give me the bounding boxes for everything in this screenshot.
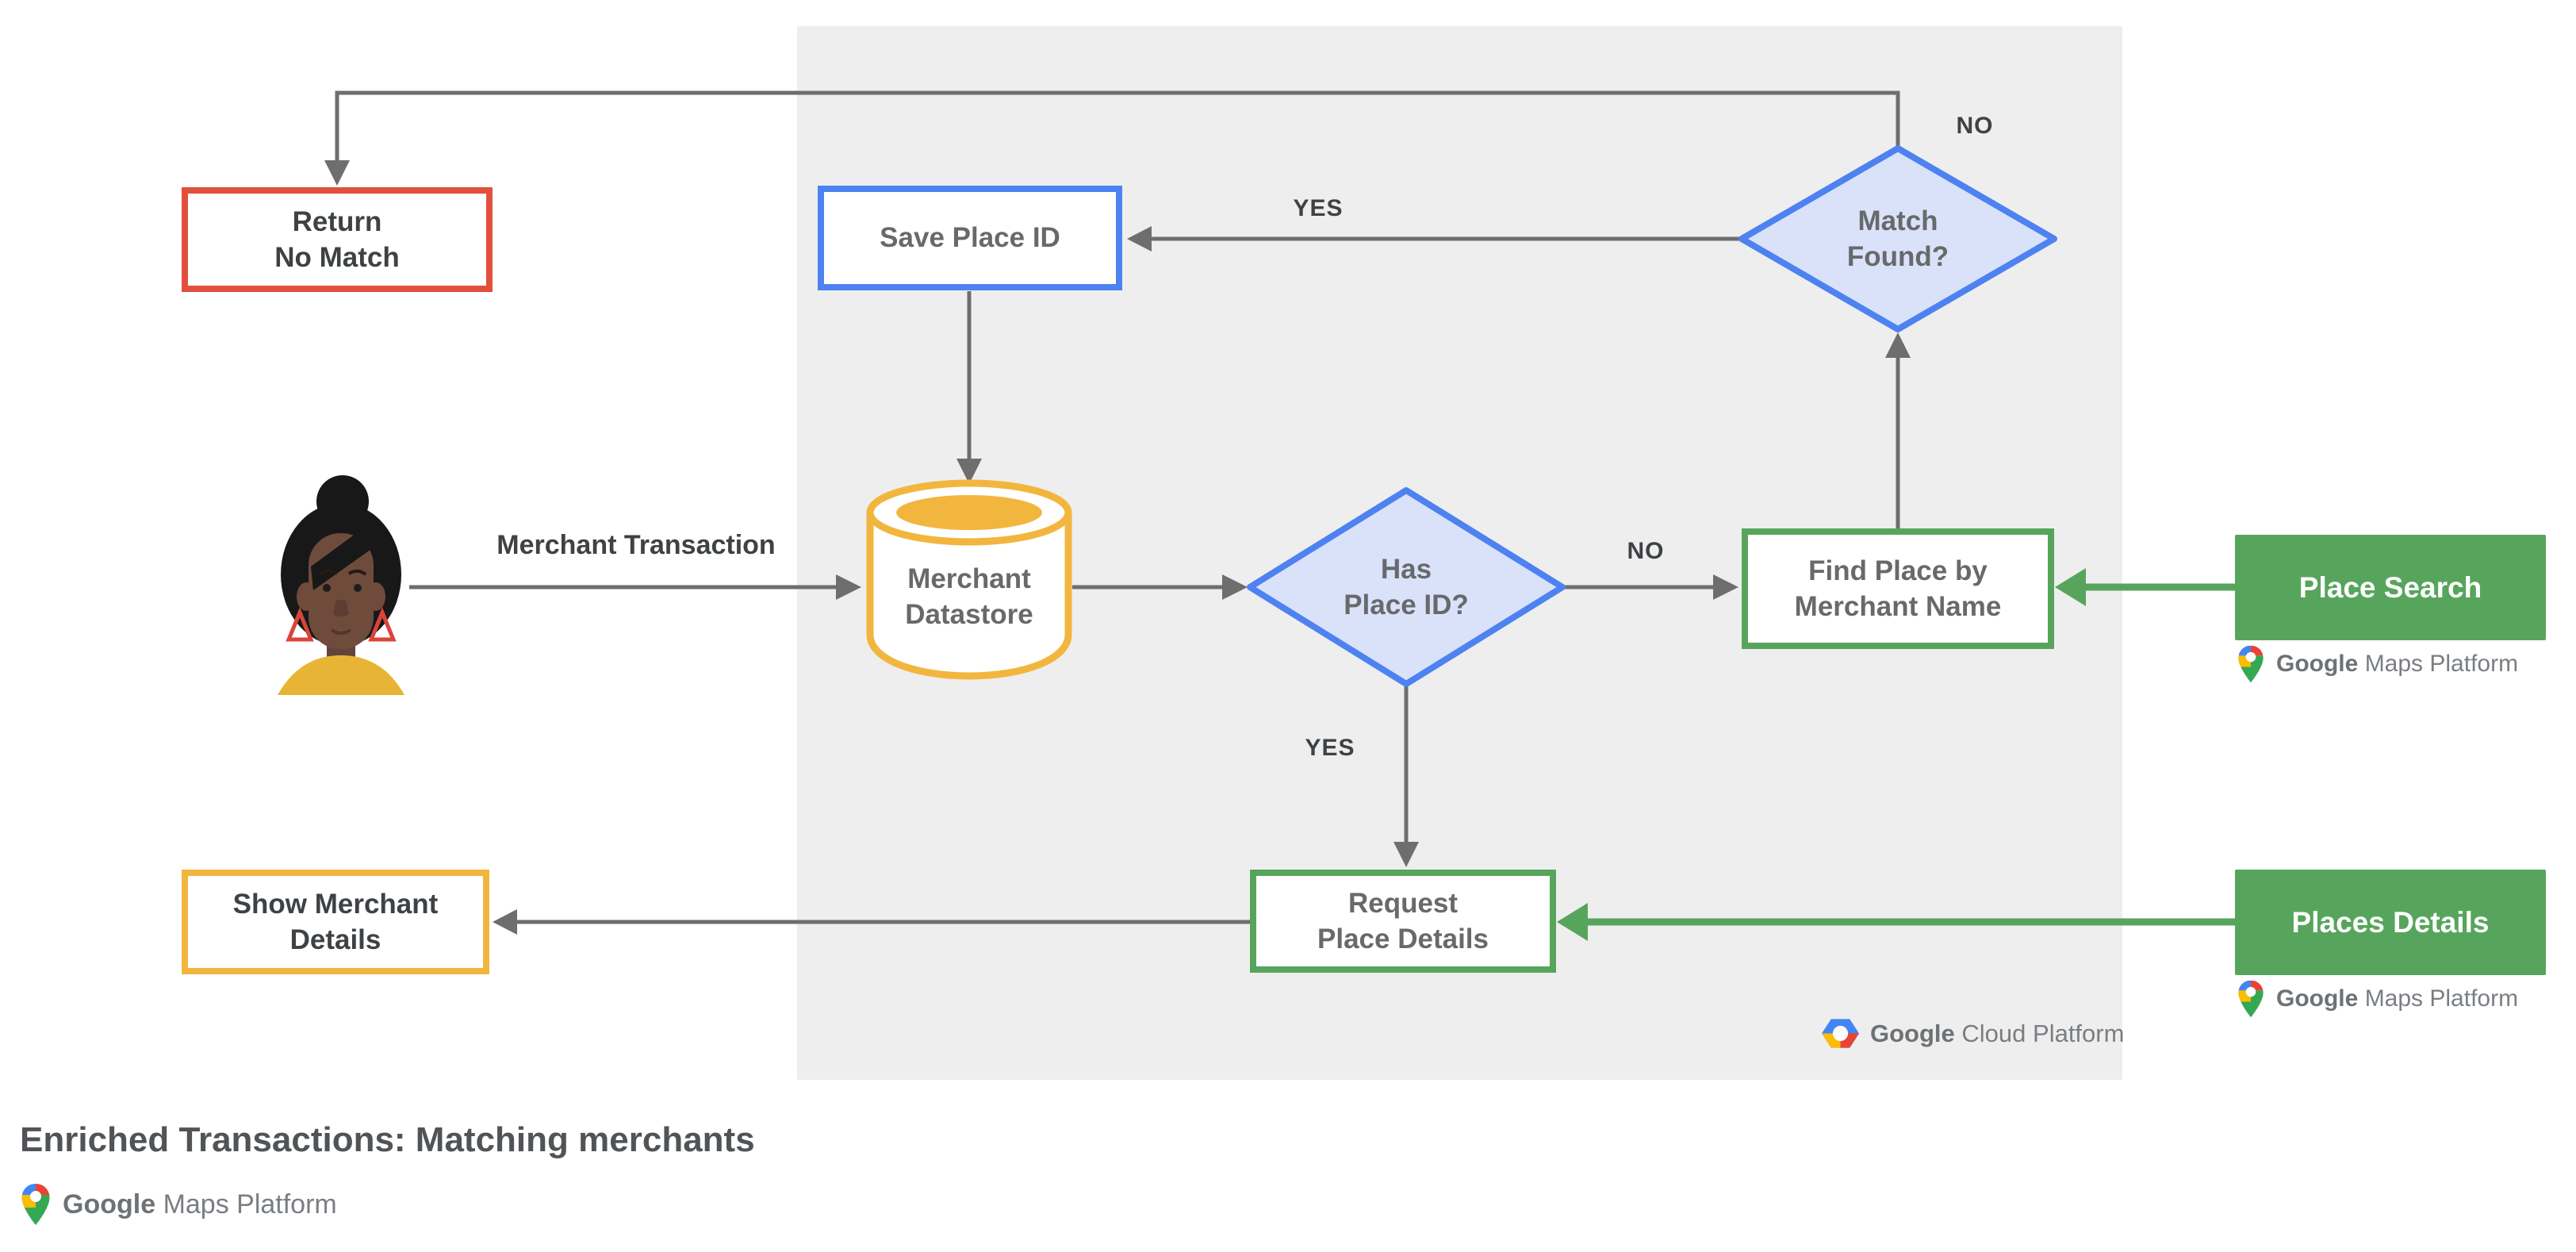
google-cloud-platform-logo: Google Cloud Platform: [1822, 1018, 2124, 1049]
logo-product-word: Maps Platform: [2364, 985, 2519, 1012]
merchant-datastore-label: Merchant Datastore: [905, 563, 1033, 631]
places-details-box: Places Details: [2235, 870, 2546, 975]
find-place-by-merchant-name-box: Find Place by Merchant Name: [1742, 528, 2054, 649]
logo-google-word: Google: [2276, 651, 2359, 677]
logo-product-word: Maps Platform: [163, 1189, 337, 1219]
avatar-shirt: [278, 655, 404, 695]
merchant-avatar: [278, 475, 404, 695]
edge-label-no-top: NO: [1956, 113, 1994, 139]
edge-label-yes-mid: YES: [1305, 735, 1355, 761]
maps-pin-icon: [21, 1184, 50, 1225]
edge-label-yes-top: YES: [1293, 195, 1344, 221]
avatar-earring-left: [286, 607, 314, 642]
save-place-id-box: Save Place ID: [818, 186, 1122, 290]
arrowhead-down-icon: [324, 160, 350, 186]
maps-pin-icon: [2238, 645, 2264, 683]
cloud-hexagon-icon: [1822, 1019, 1859, 1048]
merchant-transaction-label: Merchant Transaction: [496, 530, 776, 560]
arrowhead-left-icon: [493, 909, 517, 935]
diagram-title: Enriched Transactions: Matching merchant…: [20, 1120, 755, 1159]
avatar-earring-right: [368, 607, 397, 642]
maps-pin-icon: [2238, 980, 2264, 1018]
edge-merchant-transaction: [409, 574, 861, 600]
logo-google-word: Google: [1870, 1019, 1955, 1047]
match-found-label: Match Found?: [1846, 205, 1949, 273]
edge-label-no-mid: NO: [1627, 538, 1665, 564]
return-no-match-box: Return No Match: [182, 187, 493, 292]
show-merchant-details-box: Show Merchant Details: [182, 870, 489, 974]
google-maps-platform-logo: Google Maps Platform: [2237, 979, 2518, 1019]
google-maps-platform-logo: Google Maps Platform: [2237, 644, 2518, 684]
request-place-details-box: Request Place Details: [1250, 870, 1556, 973]
has-place-id-label: Has Place ID?: [1344, 553, 1469, 621]
logo-product-word: Maps Platform: [2364, 651, 2519, 677]
google-maps-platform-logo: Google Maps Platform: [20, 1182, 337, 1227]
logo-product-word: Cloud Platform: [1961, 1019, 2125, 1047]
place-search-box: Place Search: [2235, 535, 2546, 640]
logo-google-word: Google: [63, 1189, 156, 1219]
logo-google-word: Google: [2276, 985, 2359, 1012]
